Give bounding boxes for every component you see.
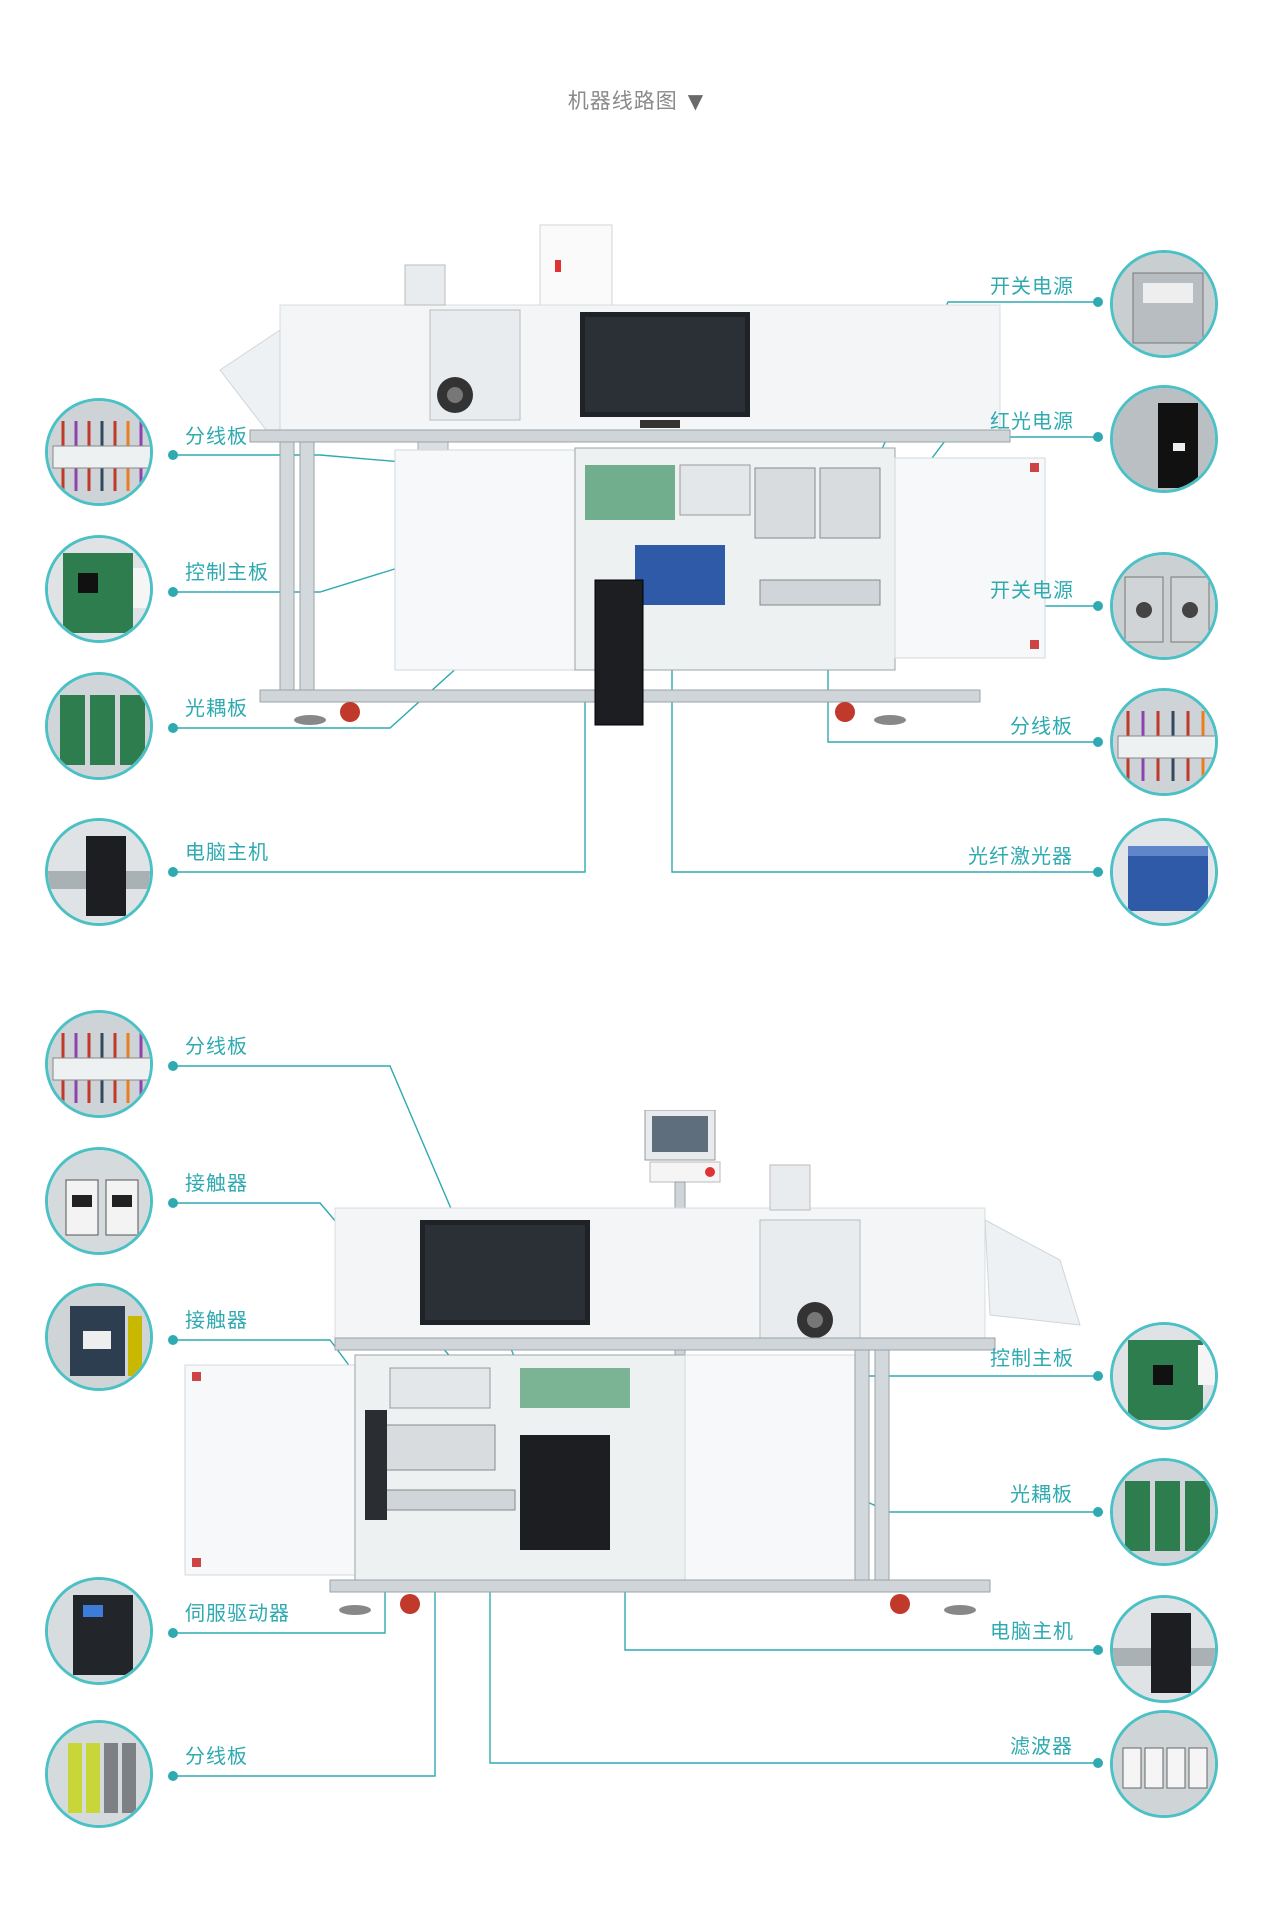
terminal-block-icon [45,1010,153,1118]
label-switching-power: 开关电源 [990,274,1074,298]
page-title-text: 机器线路图 [567,89,678,113]
label-optocoupler-board: 光耦板 [185,696,248,720]
terminal-block-icon [1110,688,1218,796]
optocoupler-board-icon [1110,1458,1218,1566]
power-supply-icon [1110,385,1218,493]
label-switching-power-2: 开关电源 [990,578,1074,602]
pc-tower-icon [1110,1595,1218,1703]
label-fiber-laser: 光纤激光器 [968,844,1073,868]
terminal-block-icon [45,398,153,506]
label-computer-host: 电脑主机 [185,840,269,864]
fiber-laser-icon [1110,818,1218,926]
servo-driver-icon [45,1577,153,1685]
chevron-down-icon: ▼ [687,89,705,113]
label-contactor-2: 接触器 [185,1308,248,1332]
optocoupler-board-icon [45,672,153,780]
label-optocoupler-board-2: 光耦板 [1010,1482,1073,1506]
pcb-icon [1110,1322,1218,1430]
label-wiring-board: 分线板 [185,424,248,448]
label-wiring-board-2: 分线板 [1010,714,1073,738]
label-contactor: 接触器 [185,1171,248,1195]
contactor-icon [45,1283,153,1391]
pcb-icon [45,535,153,643]
label-servo-driver: 伺服驱动器 [185,1601,290,1625]
power-supply-icon [1110,250,1218,358]
label-computer-host-2: 电脑主机 [990,1619,1074,1643]
filter-icon [1110,1710,1218,1818]
machine-photo-2 [184,1110,1081,1615]
contactor-icon [45,1147,153,1255]
pc-tower-icon [45,818,153,926]
label-filter: 滤波器 [1010,1734,1073,1758]
label-wiring-board-3: 分线板 [185,1034,248,1058]
label-control-board: 控制主板 [185,560,269,584]
label-wiring-board-4: 分线板 [185,1744,248,1768]
page-title: 机器线路图 ▼ [0,85,1272,115]
power-supply-icon [1110,552,1218,660]
terminal-block-icon [45,1720,153,1828]
label-red-light-power: 红光电源 [990,409,1074,433]
machine-photo-1 [219,224,1046,726]
label-control-board-2: 控制主板 [990,1346,1074,1370]
